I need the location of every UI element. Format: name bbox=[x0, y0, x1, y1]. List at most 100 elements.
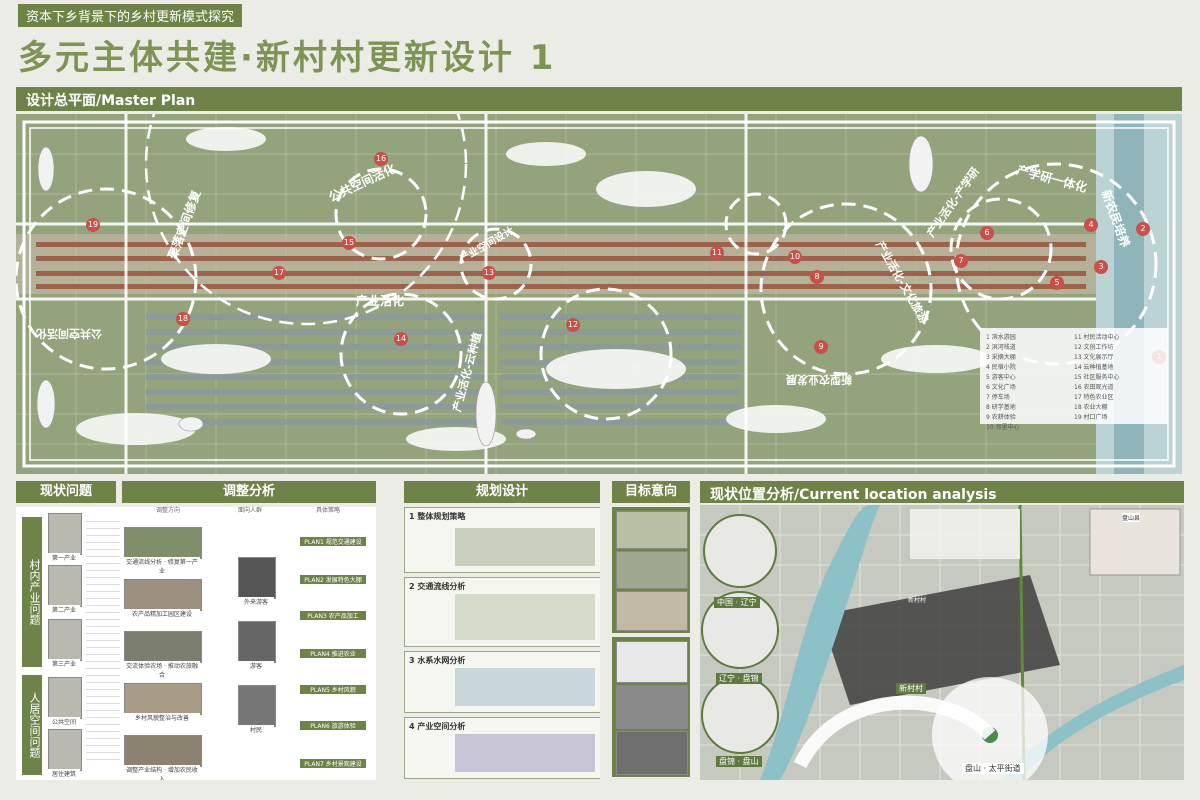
planning-box: 3 水系水网分析 bbox=[404, 651, 600, 713]
planning-diagram bbox=[455, 734, 595, 772]
legend-item: 16 农田观光道 bbox=[1074, 384, 1114, 391]
map-legend: 1 滨水游园 11 村民活动中心 2 滨河栈道 12 文创工作坊 3 采摘大棚 … bbox=[980, 328, 1168, 431]
people-icon bbox=[238, 685, 276, 727]
legend-item: 10 邻里中心 bbox=[986, 424, 1020, 431]
location-label: 新村村 bbox=[896, 683, 926, 694]
map-marker[interactable]: 13 bbox=[482, 266, 496, 280]
map-marker[interactable]: 4 bbox=[1084, 218, 1098, 232]
planning-diagram bbox=[455, 594, 595, 640]
planning-box: 2 交通流线分析 bbox=[404, 577, 600, 647]
map-marker[interactable]: 2 bbox=[1136, 222, 1150, 236]
adjust-photo bbox=[124, 735, 202, 767]
legend-item: 12 文创工作坊 bbox=[1074, 344, 1114, 351]
people-icon bbox=[238, 557, 276, 599]
legend-item: 13 文化展示厅 bbox=[1074, 354, 1114, 361]
status-caption: 居住建筑 bbox=[48, 769, 80, 778]
plan-label: PLAN1 规范交通建设 bbox=[300, 537, 366, 546]
target-photo bbox=[616, 731, 688, 775]
map-marker[interactable]: 17 bbox=[272, 266, 286, 280]
plan-label: PLAN7 乡村景观建设 bbox=[300, 759, 366, 768]
adjust-caption: 交流体验农场 · 推动农旅融合 bbox=[124, 661, 200, 679]
adjust-caption: 调整产业结构 · 增加农民收入 bbox=[124, 765, 200, 780]
master-plan-map: 1 2 3 4 5 6 7 8 9 10 11 12 13 14 15 16 1… bbox=[16, 114, 1182, 474]
map-marker[interactable]: 14 bbox=[394, 332, 408, 346]
target-photo bbox=[616, 511, 688, 549]
planning-box: 1 整体规划策略 bbox=[404, 507, 600, 573]
status-photo bbox=[48, 677, 82, 719]
status-photo bbox=[48, 513, 82, 555]
status-photo bbox=[48, 729, 82, 771]
planning-item-title: 3 水系水网分析 bbox=[409, 656, 466, 665]
map-marker[interactable]: 18 bbox=[176, 312, 190, 326]
legend-item: 15 社区服务中心 bbox=[1074, 374, 1120, 381]
status-group-label: 村内产业问题 bbox=[22, 517, 42, 667]
location-label: 盘山 · 太平街道 bbox=[962, 763, 1024, 774]
adjust-caption: 交通流线分析 · 修复第一产业 bbox=[124, 557, 200, 575]
planning-box: 4 产业空间分析 bbox=[404, 717, 600, 779]
adjust-photo bbox=[124, 683, 202, 715]
status-caption: 第一产业 bbox=[48, 553, 80, 562]
adjust-photo bbox=[124, 631, 202, 663]
status-text-block bbox=[86, 515, 120, 765]
master-plan-drawing bbox=[16, 114, 1182, 474]
map-marker[interactable]: 8 bbox=[810, 270, 824, 284]
planning-item-title: 2 交通流线分析 bbox=[409, 582, 466, 591]
legend-item: 7 停车场 bbox=[986, 394, 1010, 401]
target-collage bbox=[612, 637, 690, 777]
plan-label: PLAN2 发展特色大棚 bbox=[300, 575, 366, 584]
legend-item: 2 滨河栈道 bbox=[986, 344, 1016, 351]
status-title: 现状问题 bbox=[16, 481, 116, 503]
map-marker[interactable]: 7 bbox=[954, 254, 968, 268]
target-title: 目标意向 bbox=[612, 481, 690, 503]
map-marker[interactable]: 6 bbox=[980, 226, 994, 240]
location-map: 中国 · 辽宁 辽宁 · 盘锦 盘锦 · 盘山 新村村 盘山 · 太平街道 新村… bbox=[700, 505, 1184, 780]
planning-diagram bbox=[455, 668, 595, 706]
planning-title: 规划设计 bbox=[404, 481, 600, 503]
location-label: 盘锦 · 盘山 bbox=[716, 756, 762, 767]
legend-item: 3 采摘大棚 bbox=[986, 354, 1016, 361]
master-plan-title-bar: 设计总平面/Master Plan bbox=[16, 87, 1182, 111]
target-panel: 目标意向 bbox=[612, 481, 690, 780]
map-marker[interactable]: 12 bbox=[566, 318, 580, 332]
map-marker[interactable]: 16 bbox=[374, 152, 388, 166]
legend-item: 4 民宿小院 bbox=[986, 364, 1016, 371]
map-marker[interactable]: 11 bbox=[710, 246, 724, 260]
adjust-photo bbox=[124, 527, 202, 559]
planning-panel: 规划设计 1 整体规划策略 2 交通流线分析 3 水系水网分析 4 产业空间分析 bbox=[404, 481, 600, 780]
people-caption: 村民 bbox=[238, 725, 274, 734]
status-adjust-body: 村内产业问题 人居空间问题 第一产业 第二产业 第三产业 公共空间 居住建筑 调… bbox=[16, 507, 376, 780]
planning-item-title: 1 整体规划策略 bbox=[409, 512, 466, 521]
location-map-drawing bbox=[700, 505, 1184, 780]
location-note: 盘山县 bbox=[1122, 513, 1141, 522]
map-marker[interactable]: 19 bbox=[86, 218, 100, 232]
legend-item bbox=[1074, 422, 1162, 431]
status-photo bbox=[48, 565, 82, 607]
target-photo bbox=[616, 685, 688, 729]
planning-diagram bbox=[455, 528, 595, 566]
people-icon bbox=[238, 621, 276, 663]
page-title: 多元主体共建·新村村更新设计 1 bbox=[18, 38, 557, 78]
status-photo bbox=[48, 619, 82, 661]
adjust-col-header: 具体策略 bbox=[316, 507, 341, 514]
ring-label: 产业活化 bbox=[356, 294, 405, 308]
planning-item-title: 4 产业空间分析 bbox=[409, 722, 466, 731]
legend-item: 11 村民活动中心 bbox=[1074, 334, 1120, 341]
status-adjust-panel: 现状问题 调整分析 村内产业问题 人居空间问题 第一产业 第二产业 第三产业 公… bbox=[16, 481, 376, 780]
legend-item: 1 滨水游园 bbox=[986, 334, 1016, 341]
legend-item: 9 农耕体验 bbox=[986, 414, 1016, 421]
map-marker[interactable]: 10 bbox=[788, 250, 802, 264]
target-photo bbox=[616, 641, 688, 683]
status-group-label: 人居空间问题 bbox=[22, 675, 42, 775]
legend-item: 5 游客中心 bbox=[986, 374, 1016, 381]
legend-item: 18 农业大棚 bbox=[1074, 404, 1108, 411]
status-caption: 第二产业 bbox=[48, 605, 80, 614]
location-note: 新村村 bbox=[908, 597, 927, 604]
map-marker[interactable]: 5 bbox=[1050, 276, 1064, 290]
plan-label: PLAN5 乡村风貌 bbox=[300, 685, 366, 694]
map-marker[interactable]: 3 bbox=[1094, 260, 1108, 274]
adjust-caption: 农产品精加工园区建设 bbox=[124, 609, 200, 618]
plan-label: PLAN6 旅游体验 bbox=[300, 721, 366, 730]
map-marker[interactable]: 9 bbox=[814, 340, 828, 354]
target-photo bbox=[616, 591, 688, 631]
map-marker[interactable]: 15 bbox=[342, 236, 356, 250]
